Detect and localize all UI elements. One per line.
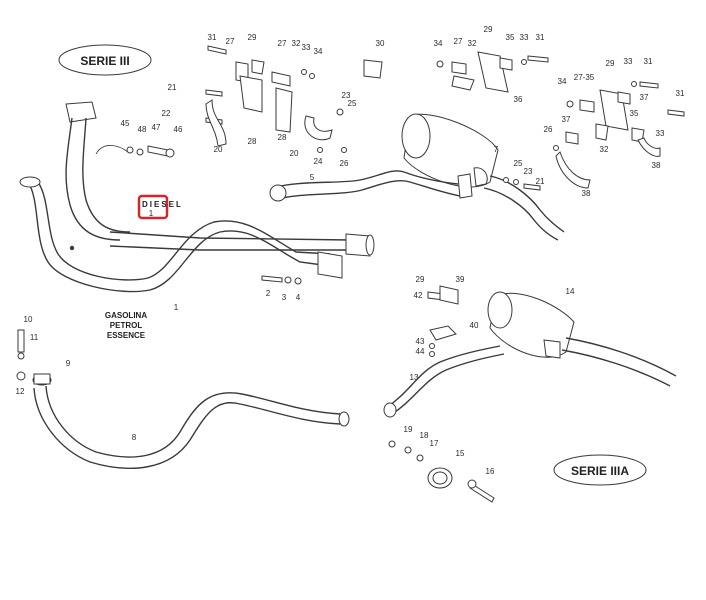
callout-c21b: 21 <box>536 177 545 186</box>
diesel-label-group: DIESEL 1 <box>137 194 183 220</box>
clamp-set-15-19 <box>388 440 495 503</box>
silencer-14-assembly <box>383 285 677 418</box>
callout-c25b: 25 <box>514 159 523 168</box>
callout-c32c: 32 <box>600 145 609 154</box>
brackets-far-right <box>553 81 685 189</box>
callout-c29a: 29 <box>248 33 257 42</box>
callout-c35b: 35 <box>630 109 639 118</box>
callout-c12: 12 <box>16 387 25 396</box>
callout-c44: 44 <box>416 347 425 356</box>
callout-c10: 10 <box>24 315 33 324</box>
callout-c32a: 32 <box>292 39 301 48</box>
callout-c43: 43 <box>416 337 425 346</box>
diesel-label: DIESEL <box>142 200 183 209</box>
callout-c1: 1 <box>174 303 179 312</box>
callout-c33d: 33 <box>656 129 665 138</box>
callout-c25a: 25 <box>348 99 357 108</box>
callout-c27b: 27 <box>278 39 287 48</box>
serie-iiia-badge: SERIE IIIA <box>553 454 647 486</box>
callout-c7: 7 <box>494 145 499 154</box>
callout-c34a: 34 <box>314 47 323 56</box>
callout-c46: 46 <box>174 125 183 134</box>
callout-c16: 16 <box>486 467 495 476</box>
callout-c31a: 31 <box>208 33 217 42</box>
callout-c32b: 32 <box>468 39 477 48</box>
callout-c18: 18 <box>420 431 429 440</box>
callout-c28b: 28 <box>278 133 287 142</box>
callout-c33c: 33 <box>624 57 633 66</box>
callout-c28a: 28 <box>248 137 257 146</box>
callout-c23b: 23 <box>524 167 533 176</box>
diesel-highlight-box <box>137 194 169 220</box>
petrol-label: PETROL <box>110 321 143 330</box>
callout-c29c: 29 <box>606 59 615 68</box>
serie-iii-label: SERIE III <box>80 54 129 68</box>
serie-iii-badge: SERIE III <box>58 44 152 76</box>
callout-c35a: 35 <box>506 33 515 42</box>
callout-c15: 15 <box>456 449 465 458</box>
callout-c14: 14 <box>566 287 575 296</box>
silencer-7-assembly <box>269 113 565 241</box>
callout-c30: 30 <box>376 39 385 48</box>
callout-c2: 2 <box>266 289 271 298</box>
callout-c19: 19 <box>404 425 413 434</box>
callout-c17: 17 <box>430 439 439 448</box>
callout-c3: 3 <box>282 293 287 302</box>
callout-c22: 22 <box>162 109 171 118</box>
callout-c27c: 27 <box>454 37 463 46</box>
lower-pipe-8-assembly <box>16 329 350 469</box>
callout-c29d: 29 <box>416 275 425 284</box>
callout-c20b: 20 <box>290 149 299 158</box>
front-pipe-assembly <box>19 101 375 293</box>
callout-c37a: 37 <box>640 93 649 102</box>
callout-c27a: 27 <box>226 37 235 46</box>
callout-c34c: 34 <box>558 77 567 86</box>
callout-c24: 24 <box>314 157 323 166</box>
callout-c47: 47 <box>152 123 161 132</box>
callout-c42: 42 <box>414 291 423 300</box>
callout-c26a: 26 <box>340 159 349 168</box>
callout-c33a: 33 <box>302 43 311 52</box>
bracket-30 <box>363 59 383 79</box>
callout-c34b: 34 <box>434 39 443 48</box>
gasolina-label: GASOLINA <box>105 311 147 320</box>
bolt-set-45-48 <box>95 145 175 158</box>
callout-c31b: 31 <box>536 33 545 42</box>
callout-c23a: 23 <box>342 91 351 100</box>
callout-c40: 40 <box>470 321 479 330</box>
essence-label: ESSENCE <box>107 331 146 340</box>
callout-c33b: 33 <box>520 33 529 42</box>
brackets-top-center <box>205 45 347 153</box>
callout-c29b: 29 <box>484 25 493 34</box>
callout-c21a: 21 <box>168 83 177 92</box>
diesel-ref-number: 1 <box>149 209 154 218</box>
callout-c13: 13 <box>410 373 419 382</box>
callout-c4: 4 <box>296 293 301 302</box>
callout-c26b: 26 <box>544 125 553 134</box>
brackets-top-right <box>436 51 549 93</box>
callout-c36: 36 <box>514 95 523 104</box>
callout-c2735: 27-35 <box>574 73 595 82</box>
callout-c31c: 31 <box>644 57 653 66</box>
callout-c37b: 37 <box>562 115 571 124</box>
callout-c20a: 20 <box>214 145 223 154</box>
callout-c11: 11 <box>30 333 39 342</box>
callout-c31d: 31 <box>676 89 685 98</box>
callout-c5: 5 <box>310 173 315 182</box>
callout-c48: 48 <box>138 125 147 134</box>
callout-c38b: 38 <box>582 189 591 198</box>
callout-c9: 9 <box>66 359 71 368</box>
callout-c45: 45 <box>121 119 130 128</box>
callout-c39: 39 <box>456 275 465 284</box>
callout-c38a: 38 <box>652 161 661 170</box>
serie-iiia-label: SERIE IIIA <box>571 464 629 478</box>
bolt-set-2-3-4 <box>261 275 302 285</box>
callout-c8: 8 <box>132 433 137 442</box>
